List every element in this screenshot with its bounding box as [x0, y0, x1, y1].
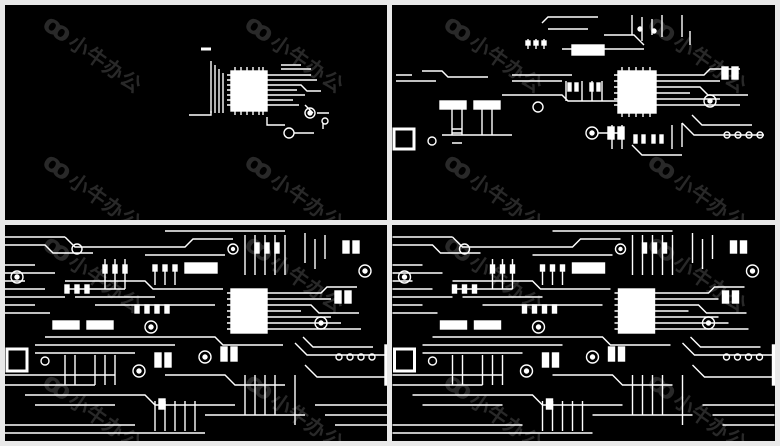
circuit-graphic-2 [392, 15, 764, 156]
circuit-graphic-1 [189, 47, 329, 139]
frame-tile-3: ꝏ小牛办公 ꝏ小牛办公 ꝏ小牛办公 ꝏ小牛办公 [5, 225, 387, 441]
circuit-graphic-3 [5, 230, 387, 434]
frame-tile-4: ꝏ小牛办公 ꝏ小牛办公 ꝏ小牛办公 ꝏ小牛办公 [392, 225, 775, 441]
frame-tile-1: ꝏ小牛办公 ꝏ小牛办公 ꝏ小牛办公 ꝏ小牛办公 [5, 5, 387, 220]
frame-tile-2: ꝏ小牛办公 ꝏ小牛办公 ꝏ小牛办公 ꝏ小牛办公 [392, 5, 775, 220]
